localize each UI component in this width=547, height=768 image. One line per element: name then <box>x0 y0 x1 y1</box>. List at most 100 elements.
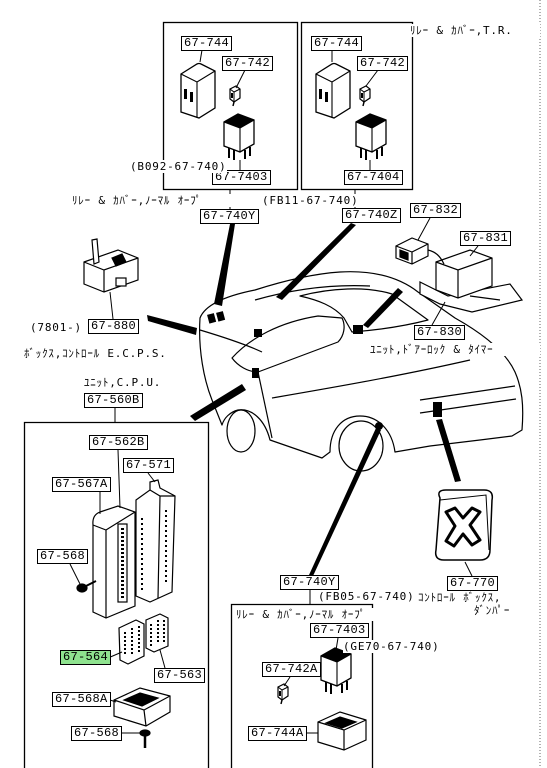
ref-code-b092: (B092-67-740) <box>130 160 227 173</box>
part-label-67-880[interactable]: 67-880 <box>88 319 140 334</box>
ref-code-fb05: (FB05-67-740) <box>318 590 415 603</box>
frame-relay-tr <box>300 21 414 191</box>
ecps-box-tab <box>91 238 100 265</box>
part-label-67-742[interactable]: 67-742 <box>357 56 409 71</box>
relay-cover-icon <box>180 62 216 119</box>
part-label-67-563[interactable]: 67-563 <box>154 668 206 683</box>
ecps-control-box-icon <box>83 238 139 293</box>
screw-head <box>76 583 88 593</box>
cpu-tray-edges <box>113 695 171 727</box>
caption-door-lock-timer: ﾕﾆｯﾄ,ﾄﾞｱｰﾛｯｸ & ﾀｲﾏｰ <box>370 343 540 356</box>
cpu-board-components <box>124 626 140 656</box>
cpu-tray-recess <box>122 692 160 707</box>
part-label-67-742[interactable]: 67-742 <box>222 56 274 71</box>
group-frames <box>23 21 414 768</box>
screw-shaft <box>85 580 97 587</box>
relay-icon <box>223 113 255 161</box>
relay-tr-location-marker <box>254 329 262 337</box>
part-label-67-568[interactable]: 67-568 <box>37 549 89 564</box>
timer-unit-outline <box>435 249 493 299</box>
car-part-location-markers <box>207 311 442 430</box>
door-lock-timer-icon <box>395 237 524 313</box>
part-label-67-742a[interactable]: 67-742A <box>262 662 321 677</box>
part-label-67-564-selected[interactable]: 67-564 <box>60 650 112 665</box>
part-label-67-740y[interactable]: 67-740Y <box>200 209 259 224</box>
leader-wedge <box>276 223 356 300</box>
leader-wedge <box>363 288 403 328</box>
screw-head <box>139 729 151 737</box>
part-label-67-7403[interactable]: 67-7403 <box>212 170 271 185</box>
part-label-67-568a[interactable]: 67-568A <box>52 692 111 707</box>
leader-wedge <box>147 315 197 335</box>
part-label-67-567a[interactable]: 67-567A <box>52 477 111 492</box>
timer-connector-face <box>399 249 409 261</box>
ecps-box-foot <box>115 277 127 287</box>
leader-wedge <box>436 419 461 482</box>
control-box-rim <box>439 494 490 551</box>
ref-code-fb11: (FB11-67-740) <box>262 194 359 207</box>
part-label-67-831[interactable]: 67-831 <box>460 231 512 246</box>
relay-icon <box>355 113 387 161</box>
leader-wedge <box>190 384 246 421</box>
relay-connector-icon <box>229 85 241 107</box>
serial-range-7801: (7801-) <box>30 321 82 334</box>
part-label-67-832[interactable]: 67-832 <box>410 203 462 218</box>
timer-location-marker <box>353 325 363 334</box>
part-label-67-568[interactable]: 67-568 <box>71 726 123 741</box>
cpu-location-marker <box>252 368 259 378</box>
relay-cover-icon <box>315 62 351 119</box>
lower-relay-location-marker <box>375 422 383 430</box>
control-box-damper-icon <box>434 489 494 561</box>
part-label-67-744a[interactable]: 67-744A <box>248 726 307 741</box>
part-label-67-562b[interactable]: 67-562B <box>89 435 148 450</box>
caption-relay-normal-open: ﾘﾚｰ & ｶﾊﾞｰ,ﾉｰﾏﾙ ｵｰﾌﾟ <box>236 608 402 621</box>
car-roof-line <box>254 285 371 301</box>
leader-wedges <box>147 223 461 576</box>
caption-control-box: ｺﾝﾄﾛｰﾙ ﾎﾞｯｸｽ, <box>418 591 530 604</box>
relay-location-marker <box>207 313 217 324</box>
leader-wedge <box>309 428 381 576</box>
car-rear-glass <box>299 288 429 333</box>
part-label-67-740y[interactable]: 67-740Y <box>280 575 339 590</box>
timer-connector-edges <box>395 243 429 264</box>
channel-cover-edges <box>317 719 367 750</box>
part-label-67-770[interactable]: 67-770 <box>447 576 499 591</box>
part-label-67-571[interactable]: 67-571 <box>123 458 175 473</box>
relay-connector-icon <box>277 683 289 705</box>
cpu-housing-outline <box>92 505 136 619</box>
cpu-cover-vents <box>141 510 167 590</box>
cpu-unit-parts <box>76 479 176 748</box>
timer-unit-edges <box>435 257 501 301</box>
part-label-67-830[interactable]: 67-830 <box>414 325 466 340</box>
control-box-cross <box>444 506 482 548</box>
caption-cpu-unit: ﾕﾆｯﾄ,C.P.U. <box>84 376 179 389</box>
leader-wedge <box>214 224 235 306</box>
frame-relay-normal-open <box>162 21 299 191</box>
relay-icon <box>320 647 352 695</box>
channel-cover-opening <box>324 716 358 729</box>
cpu-housing-edges <box>92 511 136 618</box>
ref-code-ge70: (GE70-67-740) <box>343 640 440 653</box>
car-body-illustration <box>199 271 524 472</box>
caption-ecps-control-box: ﾎﾞｯｸｽ,ｺﾝﾄﾛｰﾙ E.C.P.S. <box>24 347 194 360</box>
part-label-67-560b[interactable]: 67-560B <box>84 393 143 408</box>
cpu-housing-connector-strip <box>117 523 128 603</box>
ecps-box-connector <box>111 253 127 267</box>
part-label-67-744[interactable]: 67-744 <box>311 36 363 51</box>
part-label-67-7403[interactable]: 67-7403 <box>310 623 369 638</box>
frame-cpu-unit <box>23 421 210 768</box>
car-side-crease <box>271 359 471 399</box>
cpu-sub-board-components <box>150 620 165 646</box>
car-front-wheel <box>226 409 256 453</box>
part-label-67-740z[interactable]: 67-740Z <box>342 208 401 223</box>
frame-relay-lower <box>230 603 374 768</box>
part-label-67-7404[interactable]: 67-7404 <box>344 170 403 185</box>
car-side-window <box>231 315 345 373</box>
car-door-line <box>257 371 273 439</box>
part-label-67-744[interactable]: 67-744 <box>181 36 233 51</box>
ecps-box-outline <box>83 249 139 293</box>
control-box-location-marker <box>433 402 442 417</box>
caption-relay-tr: ﾘﾚｰ & ｶﾊﾞｰ,T.R. <box>410 24 540 37</box>
